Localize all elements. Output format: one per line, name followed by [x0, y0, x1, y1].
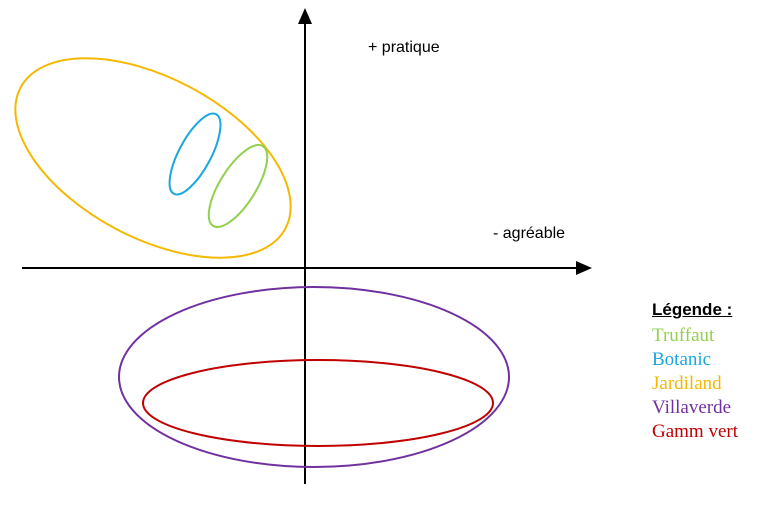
legend-item-truffaut: Truffaut: [652, 325, 715, 346]
legend-item-jardiland: Jardiland: [652, 373, 722, 394]
legend-item-botanic: Botanic: [652, 349, 712, 370]
legend-item-gamm-vert: Gamm vert: [652, 421, 739, 442]
legend-title: Légende :: [652, 300, 733, 319]
villaverde-ellipse: [118, 286, 510, 468]
y-axis-arrowhead: [298, 8, 312, 24]
truffaut-ellipse: [207, 144, 269, 228]
legend: Légende : Truffaut Botanic Jardiland Vil…: [652, 300, 738, 444]
x-axis-arrowhead: [576, 261, 592, 275]
botanic-ellipse: [168, 112, 222, 196]
jardiland-ellipse: [14, 57, 292, 259]
gamm-vert-ellipse: [142, 359, 494, 447]
x-axis-label: - agréable: [493, 225, 565, 242]
y-axis-label: + pratique: [368, 39, 440, 56]
legend-item-villaverde: Villaverde: [652, 397, 732, 418]
